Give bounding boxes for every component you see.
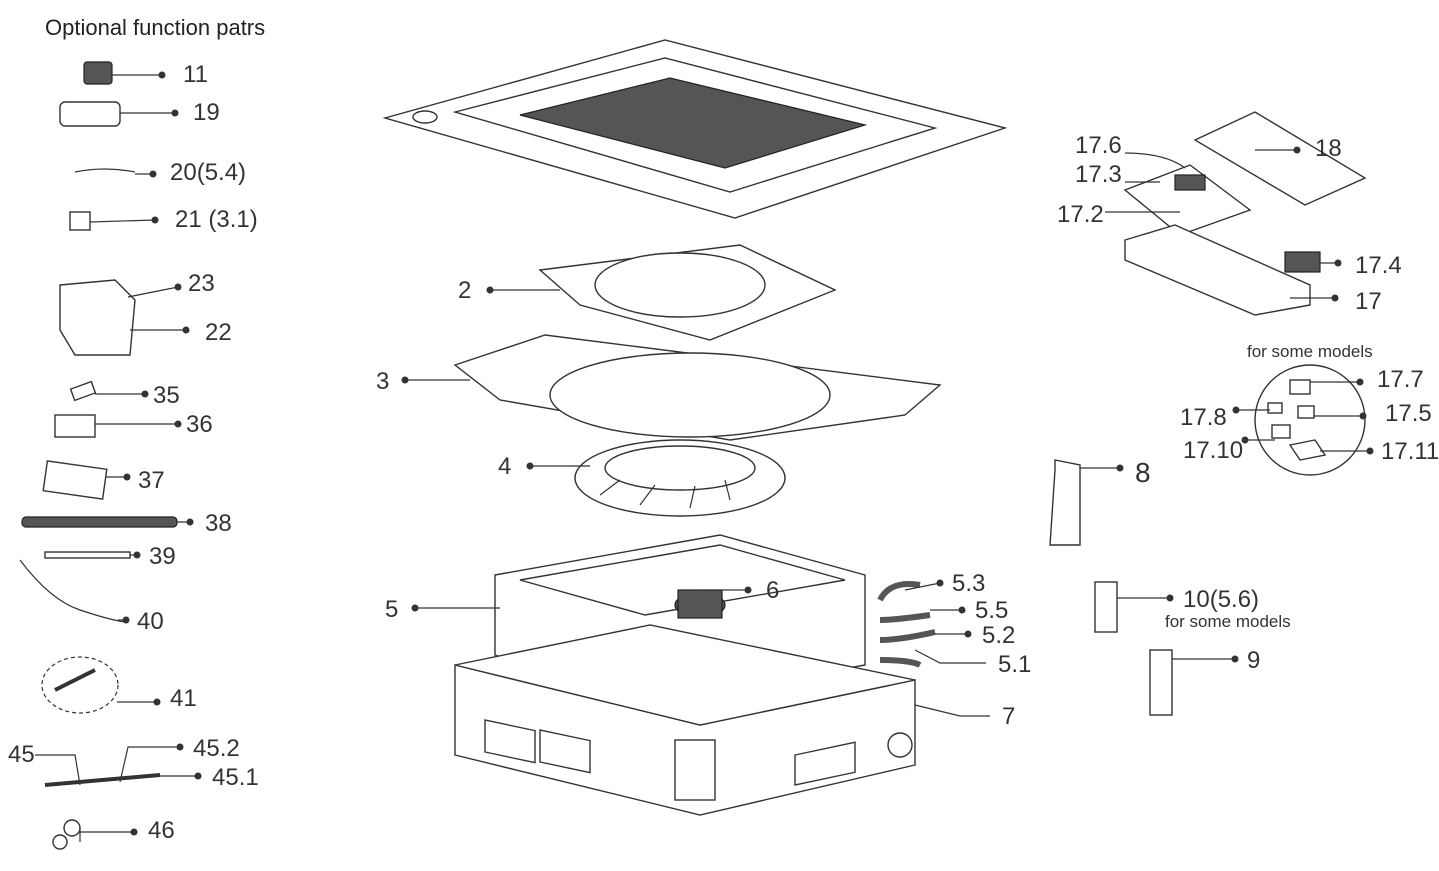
label-17-7: 17.7 [1377, 366, 1424, 393]
label-3: 3 [376, 368, 389, 395]
label-38: 38 [205, 510, 232, 537]
diagram-title: Optional function patrs [45, 15, 265, 40]
label-37: 37 [138, 467, 165, 494]
label-35: 35 [153, 382, 180, 409]
label-39: 39 [149, 543, 176, 570]
label-7: 7 [1002, 703, 1015, 730]
centrifugal-fan [574, 439, 786, 517]
label-45-1: 45.1 [212, 764, 259, 791]
label-17-6: 17.6 [1075, 132, 1122, 159]
note-for-some-models-2: for some models [1165, 612, 1291, 631]
label-40: 40 [137, 608, 164, 635]
label-17-11: 17.11 [1381, 438, 1439, 465]
label-17-10: 17.10 [1183, 437, 1243, 464]
label-4: 4 [498, 453, 511, 480]
label-17-2: 17.2 [1057, 201, 1104, 228]
label-6: 6 [766, 577, 779, 604]
terminal-block [1284, 251, 1321, 273]
bracket-9 [1149, 649, 1173, 716]
label-22: 22 [205, 319, 232, 346]
panel-frame [453, 334, 942, 441]
label-46: 46 [148, 817, 175, 844]
label-5-5: 5.5 [975, 597, 1008, 624]
label-36: 36 [186, 411, 213, 438]
label-5: 5 [385, 596, 398, 623]
part-labels: 11 19 20(5.4) 21 (3.1) 23 22 35 36 37 38… [8, 61, 1439, 844]
main-pcb [1123, 164, 1252, 236]
label-45: 45 [8, 741, 35, 768]
label-2: 2 [458, 277, 471, 304]
leader-lines [35, 71, 1374, 842]
label-17-4: 17.4 [1355, 252, 1402, 279]
label-11: 11 [183, 61, 208, 88]
chassis [454, 624, 916, 816]
front-panel [382, 39, 1008, 219]
label-41: 41 [170, 685, 197, 712]
label-5-3: 5.3 [952, 570, 985, 597]
fan-motor [674, 589, 726, 619]
label-19: 19 [193, 99, 220, 126]
label-17-8: 17.8 [1180, 404, 1227, 431]
label-17-5: 17.5 [1385, 400, 1432, 427]
label-5-2: 5.2 [982, 622, 1015, 649]
label-45-2: 45.2 [193, 735, 240, 762]
label-17-3: 17.3 [1075, 161, 1122, 188]
optional-board-circle [1254, 364, 1366, 476]
label-23: 23 [188, 270, 215, 297]
label-21: 21 (3.1) [175, 206, 258, 233]
label-18: 18 [1315, 135, 1342, 162]
water-tray-ring [538, 244, 837, 341]
label-20: 20(5.4) [170, 159, 246, 186]
label-10: 10(5.6) [1183, 586, 1259, 613]
optional-part-icons [19, 61, 178, 850]
refrigerant-pipes [877, 581, 936, 668]
electric-box-cover [1193, 111, 1367, 206]
bracket-10 [1094, 581, 1118, 633]
label-17: 17 [1355, 288, 1382, 315]
label-9: 9 [1247, 647, 1260, 674]
label-8: 8 [1135, 457, 1151, 488]
electric-box [1124, 224, 1311, 316]
pipe-bracket [1049, 459, 1081, 546]
label-5-1: 5.1 [998, 651, 1031, 678]
note-for-some-models-1: for some models [1247, 342, 1373, 361]
